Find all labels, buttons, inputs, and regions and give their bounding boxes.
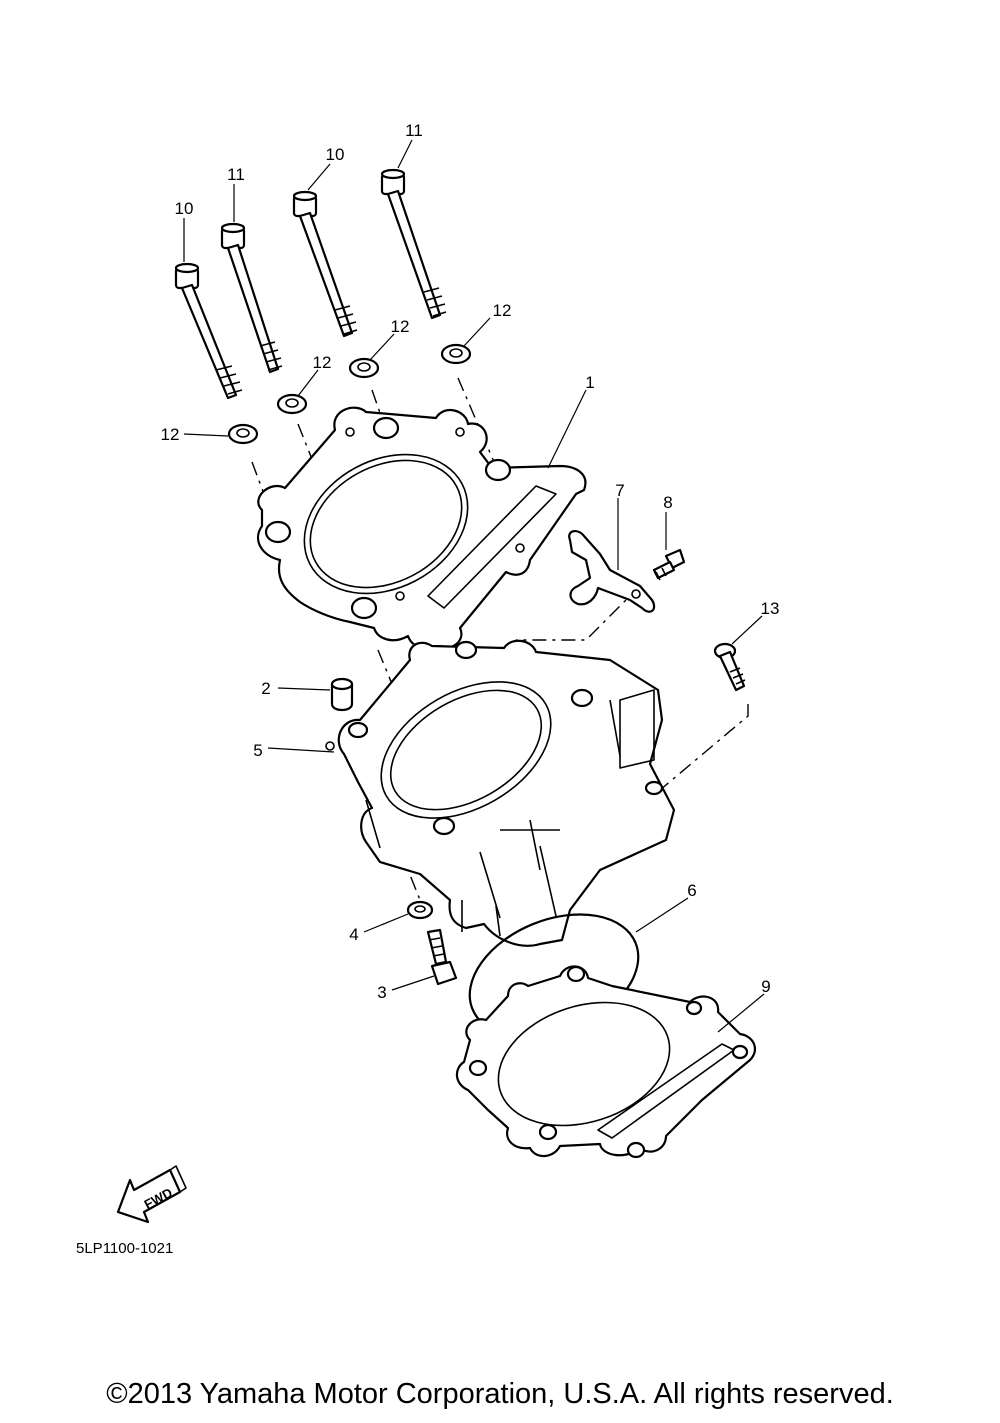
callout-4: 4 [349, 925, 358, 944]
head-bolt-10-left [174, 262, 243, 400]
callout-2: 2 [261, 679, 270, 698]
callout-9: 9 [761, 977, 770, 996]
cylinder-head-gasket [256, 406, 587, 650]
callout-11a: 11 [227, 165, 245, 184]
callout-8: 8 [663, 493, 672, 512]
cylinder-base-gasket [455, 965, 757, 1159]
washer-12-d [440, 343, 472, 365]
cylinder-body [325, 639, 676, 947]
bolt-3 [426, 928, 458, 986]
diagram-code: 5LP1100-1021 [76, 1240, 174, 1257]
callout-13: 13 [761, 599, 780, 618]
callout-12c: 12 [391, 317, 410, 336]
callout-5: 5 [253, 741, 262, 760]
head-bolt-11-right [380, 168, 447, 320]
callout-10a: 10 [175, 199, 194, 218]
leader-lines [183, 139, 765, 1033]
callout-12d: 12 [493, 301, 512, 320]
callout-10b: 10 [326, 145, 345, 164]
callout-labels: 10 11 10 11 12 12 12 12 1 7 8 13 2 5 6 4… [161, 121, 780, 1002]
copyright-notice: ©2013 Yamaha Motor Corporation, U.S.A. A… [106, 1378, 894, 1410]
head-bolt-10-right [292, 190, 358, 338]
callout-1: 1 [585, 373, 594, 392]
head-bolt-11-left [220, 222, 283, 374]
washer-4 [406, 900, 434, 920]
callout-12a: 12 [161, 425, 180, 444]
washer-12-b [276, 393, 308, 415]
fwd-arrow-icon: FWD [116, 1165, 187, 1224]
callout-12b: 12 [313, 353, 332, 372]
washer-12-c [348, 357, 380, 379]
washer-12-a [227, 423, 259, 445]
callout-3: 3 [377, 983, 386, 1002]
dowel-pin-2 [330, 677, 354, 712]
bolt-13 [713, 642, 746, 692]
chain-guide-7 [568, 530, 656, 613]
callout-7: 7 [615, 481, 624, 500]
bolt-8 [652, 548, 686, 581]
callout-11b: 11 [405, 121, 423, 140]
callout-6: 6 [687, 881, 696, 900]
